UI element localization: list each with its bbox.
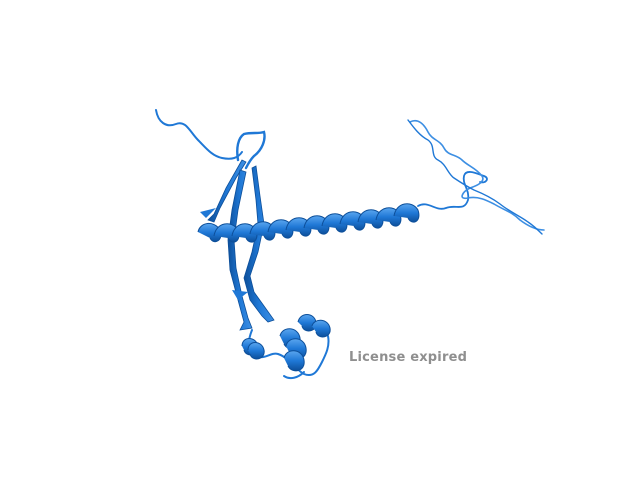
n-terminal-coil — [155, 109, 243, 160]
beta-arrow-1 — [232, 290, 248, 300]
short-helix-3 — [297, 314, 331, 338]
c-terminal-coil-b — [409, 119, 545, 231]
beta-arrow-2 — [200, 208, 216, 218]
hairpin-loop-top — [236, 130, 266, 170]
beta-strand-3 — [243, 165, 275, 323]
beta-strand-2 — [227, 169, 253, 331]
c-terminal-coil-a — [417, 171, 488, 210]
beta-strand-1 — [207, 159, 247, 223]
short-helix-1 — [241, 338, 265, 360]
short-helix-2 — [279, 328, 307, 372]
lower-tail — [283, 371, 305, 380]
license-watermark: License expired — [349, 350, 468, 365]
c-terminal-coil-c — [407, 119, 543, 235]
alpha-helix-long — [197, 203, 420, 243]
